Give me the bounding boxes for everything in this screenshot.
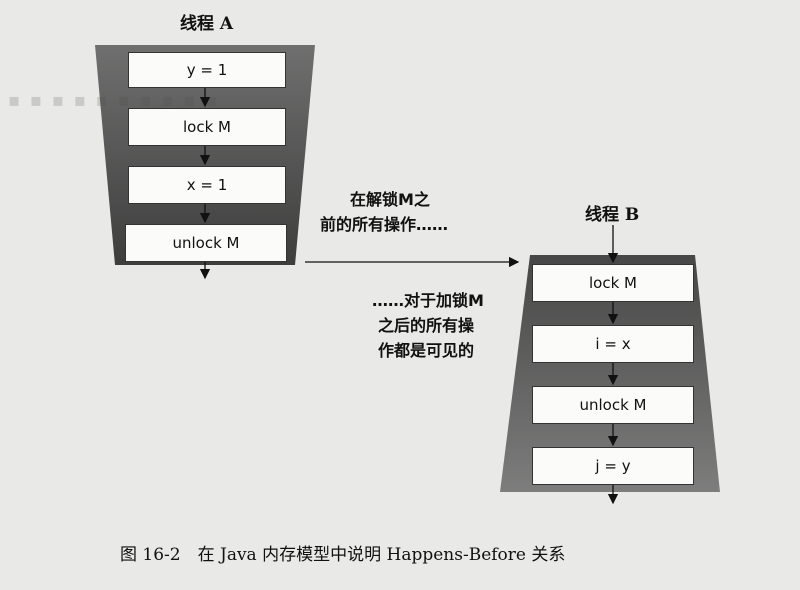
- note-line: 之后的所有操: [378, 316, 475, 335]
- thread-a-step: lock M: [128, 108, 286, 146]
- thread-b-step: i = x: [532, 325, 694, 363]
- thread-a-step: y = 1: [128, 52, 286, 88]
- figure-caption: 图 16-2 在 Java 内存模型中说明 Happens-Before 关系: [120, 545, 566, 565]
- thread-a-step: x = 1: [128, 166, 286, 204]
- note-before-unlock: 在解锁M之 前的所有操作……: [320, 187, 448, 237]
- thread-b-step: j = y: [532, 447, 694, 485]
- note-line: ……对于加锁M: [372, 291, 484, 310]
- thread-b-step: lock M: [532, 264, 694, 302]
- note-after-lock: ……对于加锁M 之后的所有操 作都是可见的: [372, 288, 484, 363]
- note-line: 在解锁M之: [350, 190, 430, 209]
- thread-a-step: unlock M: [125, 224, 287, 262]
- thread-b-step: unlock M: [532, 386, 694, 424]
- note-line: 前的所有操作……: [320, 215, 449, 234]
- thread-a-title: 线程 A: [180, 14, 234, 34]
- thread-b-title: 线程 B: [585, 205, 640, 225]
- note-line: 作都是可见的: [378, 341, 475, 360]
